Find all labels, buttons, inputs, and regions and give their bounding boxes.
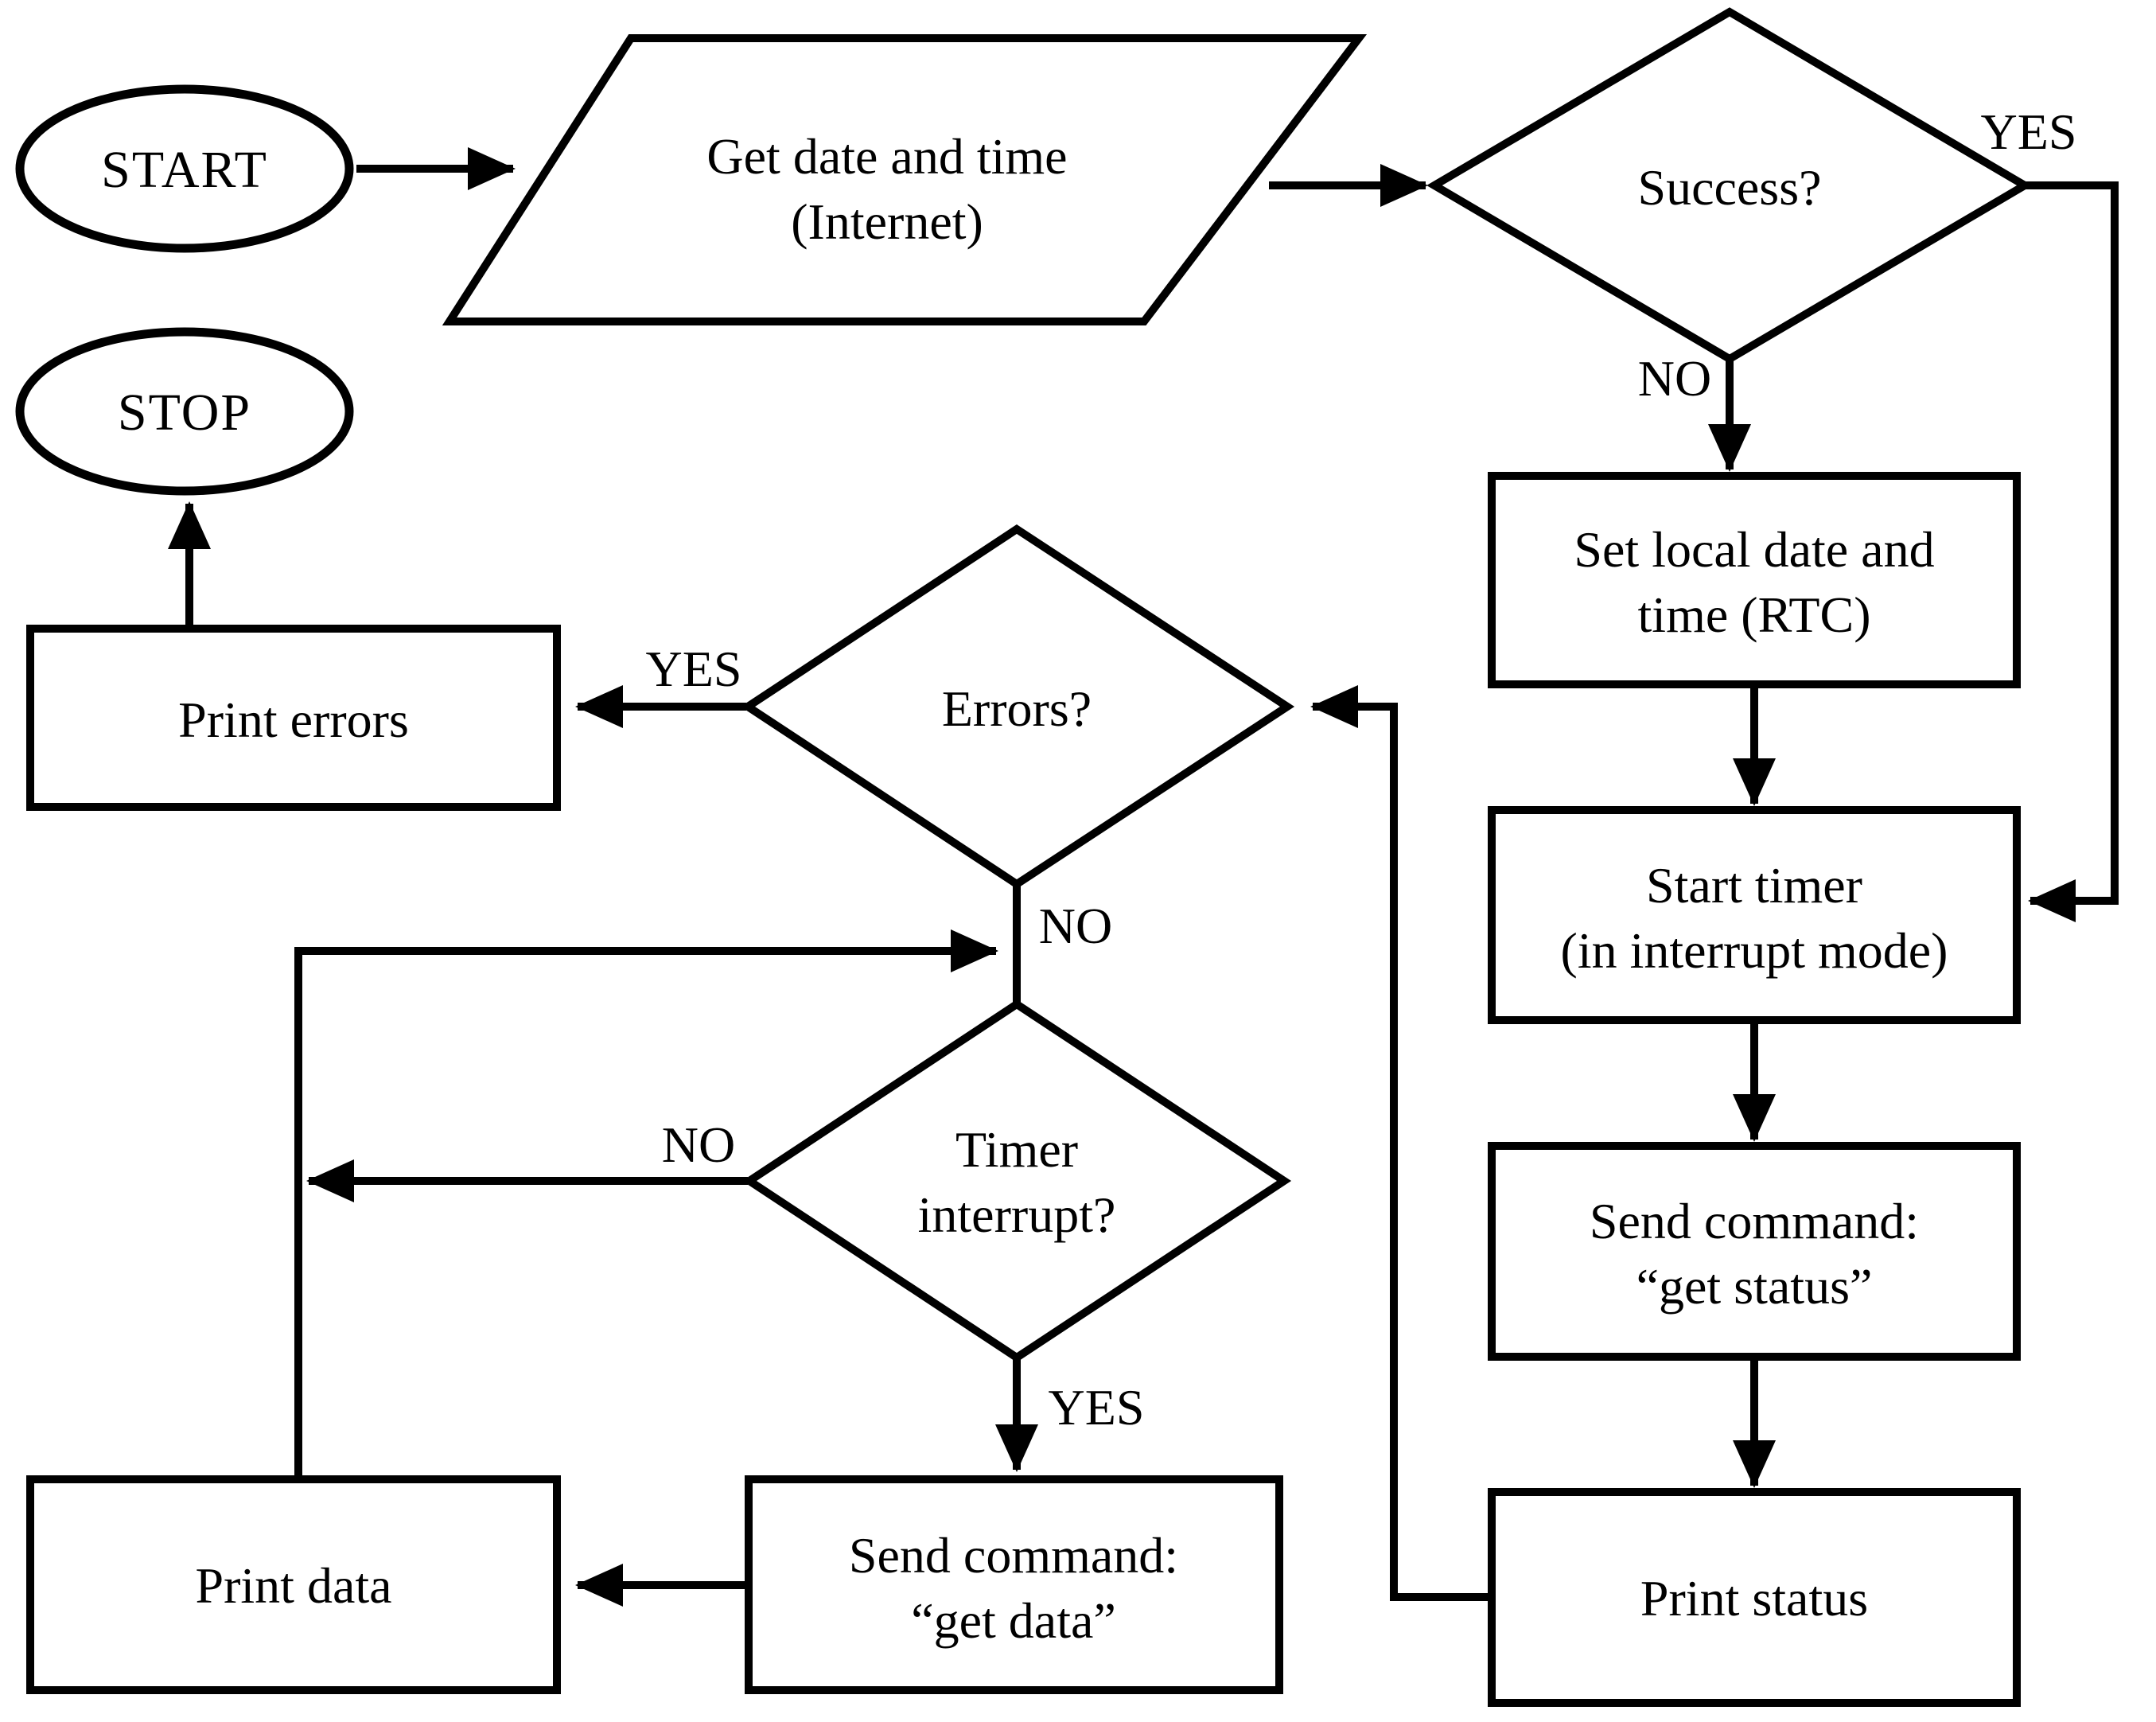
errors-decision-node [740, 524, 1295, 889]
send-get-data-label-line2: “get data” [911, 1592, 1116, 1649]
set-local-node [1488, 472, 2021, 688]
print-errors-node [26, 625, 561, 811]
send-get-data-label-line1: Send command: [849, 1527, 1178, 1584]
errors-yes-label: YES [646, 641, 742, 697]
start-timer-label-line2: (in interrupt mode) [1561, 922, 1948, 979]
stop-node-label: STOP [118, 384, 251, 442]
stop-node [15, 327, 354, 496]
print-data-node [26, 1475, 561, 1694]
edge-success-yes-to-start-timer [2025, 181, 2119, 922]
edge-print-data-loop-to-timer-interrupt [294, 929, 998, 1479]
get-datetime-node [442, 34, 1368, 325]
start-timer-label-line1: Start timer [1646, 857, 1862, 914]
set-local-label-line2: time (RTC) [1638, 586, 1871, 643]
success-yes-label: YES [1981, 103, 2077, 160]
set-local-label-line1: Set local date and [1574, 521, 1934, 578]
get-datetime-label-line2: (Internet) [791, 193, 983, 250]
success-no-label: NO [1638, 350, 1711, 407]
timer-interrupt-label-line2: interrupt? [918, 1186, 1116, 1243]
timer-interrupt-label-line1: Timer [955, 1121, 1078, 1178]
send-get-status-label-line1: Send command: [1590, 1193, 1919, 1249]
print-status-node [1488, 1488, 2021, 1707]
print-errors-label: Print errors [178, 692, 409, 748]
timer-interrupt-decision-node [741, 999, 1292, 1362]
get-datetime-label-line1: Get date and time [706, 128, 1067, 185]
success-decision-node [1426, 7, 2033, 364]
print-data-label: Print data [195, 1557, 391, 1614]
success-decision-label: Success? [1637, 159, 1821, 216]
timer-yes-label: YES [1049, 1379, 1145, 1436]
start-timer-node [1488, 806, 2021, 1024]
start-node-label: START [101, 141, 268, 199]
timer-no-label: NO [662, 1116, 735, 1173]
send-get-status-node [1488, 1142, 2021, 1361]
send-get-status-label-line2: “get status” [1636, 1258, 1873, 1315]
edge-print-status-to-errors [1310, 685, 1492, 1601]
print-status-label: Print status [1640, 1570, 1868, 1627]
errors-no-label: NO [1039, 898, 1112, 954]
errors-decision-label: Errors? [942, 680, 1092, 737]
start-node [15, 84, 354, 253]
send-get-data-node [745, 1475, 1283, 1694]
